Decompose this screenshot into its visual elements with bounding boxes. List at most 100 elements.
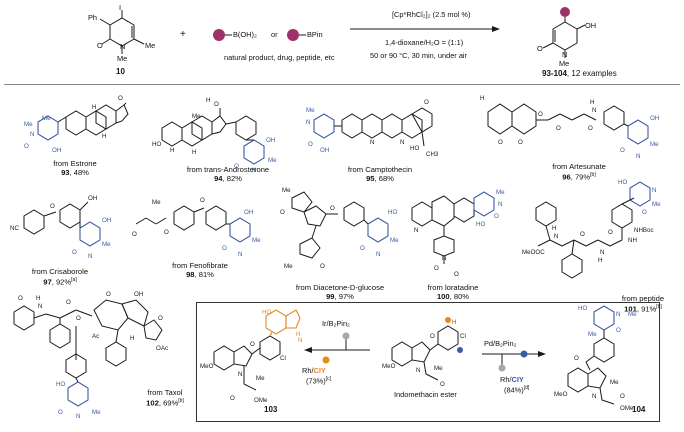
svg-text:N: N [442, 255, 446, 262]
svg-text:N: N [652, 187, 656, 194]
svg-text:N: N [252, 167, 256, 174]
svg-text:H: H [296, 331, 300, 338]
compound-101-structure: MeOOC N H O N H O NH NHBoc HO Me N O [522, 179, 661, 279]
svg-text:CH3: CH3 [426, 151, 439, 158]
svg-text:H: H [598, 257, 602, 264]
sm-n-label: N [120, 42, 126, 51]
svg-text:O: O [72, 249, 77, 256]
svg-text:NC: NC [10, 225, 19, 232]
svg-text:OMe: OMe [254, 397, 268, 404]
svg-text:N: N [38, 303, 42, 310]
product-n-label: N [562, 50, 568, 59]
svg-text:O: O [106, 291, 111, 298]
section-divider [4, 84, 680, 85]
svg-text:OH: OH [266, 137, 275, 144]
svg-text:O: O [158, 315, 163, 322]
left-yield-note: [c] [325, 376, 331, 382]
compound-102-yield: , 69% [158, 398, 179, 408]
svg-text:O: O [280, 209, 285, 216]
svg-text:O: O [234, 163, 239, 170]
svg-text:Me: Me [282, 187, 291, 194]
compound-98-caption: from Fenofibrate 98, 81% [160, 261, 240, 279]
svg-text:O: O [118, 95, 123, 102]
right-reagent-top: Pd/B₂Pin₂ [484, 339, 517, 348]
svg-text:O: O [574, 355, 579, 362]
svg-text:Me: Me [92, 409, 101, 416]
svg-text:Me: Me [284, 263, 293, 270]
compound-102-number: 102 [146, 398, 159, 408]
svg-text:Me: Me [268, 157, 277, 164]
svg-text:HO: HO [56, 381, 65, 388]
svg-text:H: H [170, 147, 174, 154]
svg-text:HO: HO [388, 209, 397, 216]
compound-102-source: from Taxol [147, 388, 183, 397]
svg-text:O: O [222, 245, 227, 252]
compound-96-structure: H O O O N H OH O N Me O O [480, 95, 659, 160]
indomethacin-inset [196, 302, 660, 422]
svg-text:O: O [434, 265, 439, 272]
compound-94-source: from trans-Androsterone [186, 165, 270, 174]
svg-text:O: O [200, 197, 205, 204]
svg-text:O: O [24, 143, 29, 150]
svg-text:OH: OH [244, 209, 253, 216]
right-reagent-ciy: CIY [511, 375, 524, 384]
compound-100-structure: N N O O Me O HO N [411, 189, 505, 278]
compound-98-yield: , 81% [194, 270, 214, 279]
svg-text:Me: Me [588, 331, 597, 338]
starting-material-10-structure [99, 10, 145, 54]
compound-96-number: 96 [562, 172, 571, 182]
conditions-text: 50 or 90 °C, 30 min, under air [370, 51, 468, 60]
left-yield-value: (73%) [306, 376, 326, 386]
compound-97-number: 97 [43, 277, 52, 287]
compound-100-caption: from loratadine 100, 80% [418, 283, 488, 301]
svg-text:H: H [36, 295, 40, 302]
svg-text:N: N [498, 201, 502, 208]
or-label: or [271, 30, 278, 39]
compound-97-source: from Crisaborole [31, 267, 89, 276]
svg-text:N: N [298, 337, 302, 344]
svg-text:N: N [414, 227, 418, 234]
svg-text:O: O [320, 263, 325, 270]
svg-text:H: H [102, 133, 106, 140]
svg-text:Cl: Cl [280, 355, 286, 362]
bpin-ball-icon [287, 29, 306, 41]
compound-103-label: 103 [264, 405, 278, 414]
compound-93-structure: Me N O OH Me O H H [24, 95, 129, 154]
compound-96-yield: , 79% [570, 172, 591, 182]
starting-material-label: 10 [116, 67, 125, 76]
svg-text:N: N [88, 253, 92, 260]
svg-text:N: N [370, 139, 374, 146]
svg-text:H: H [192, 149, 196, 156]
svg-text:Me: Me [390, 237, 399, 244]
svg-text:H: H [452, 319, 456, 326]
svg-text:N: N [554, 233, 558, 240]
compound-97-yield: , 92% [51, 277, 72, 287]
svg-text:O: O [132, 231, 137, 238]
svg-text:N: N [636, 153, 640, 160]
compound-99-caption: from Diacetone-D-glucose 99, 97% [290, 283, 390, 301]
svg-text:HO: HO [262, 309, 271, 316]
svg-text:O: O [494, 213, 499, 220]
svg-text:N: N [30, 131, 34, 138]
svg-text:N: N [600, 249, 604, 256]
svg-text:O: O [308, 141, 313, 148]
svg-text:O: O [76, 315, 81, 322]
indomethacin-ester-label: Indomethacin ester [394, 390, 457, 399]
compound-97-caption: from Crisaborole 97, 92%[a] [20, 267, 100, 287]
right-reagent-bottom: Rh/CIY [500, 376, 524, 383]
product-label: 93-104, 12 examples [542, 69, 617, 78]
compound-95-source: from Camptothecin [347, 165, 413, 174]
compound-98-number: 98 [186, 270, 195, 279]
right-yield: (84%)[d] [504, 386, 529, 394]
compound-102-note: [b] [178, 398, 184, 404]
svg-text:OH: OH [134, 291, 143, 298]
sm-ph-label: Ph [88, 13, 98, 22]
svg-text:OH: OH [52, 147, 61, 154]
boronic-acid-label: B(OH)₂ [233, 30, 257, 39]
compound-100-number: 100 [436, 292, 450, 301]
plus-sign: + [180, 29, 186, 40]
svg-text:Ac: Ac [92, 333, 99, 340]
compound-102-caption: from Taxol 102, 69%[b] [130, 388, 200, 408]
svg-text:Me: Me [152, 199, 161, 206]
svg-text:MeO: MeO [554, 391, 568, 398]
